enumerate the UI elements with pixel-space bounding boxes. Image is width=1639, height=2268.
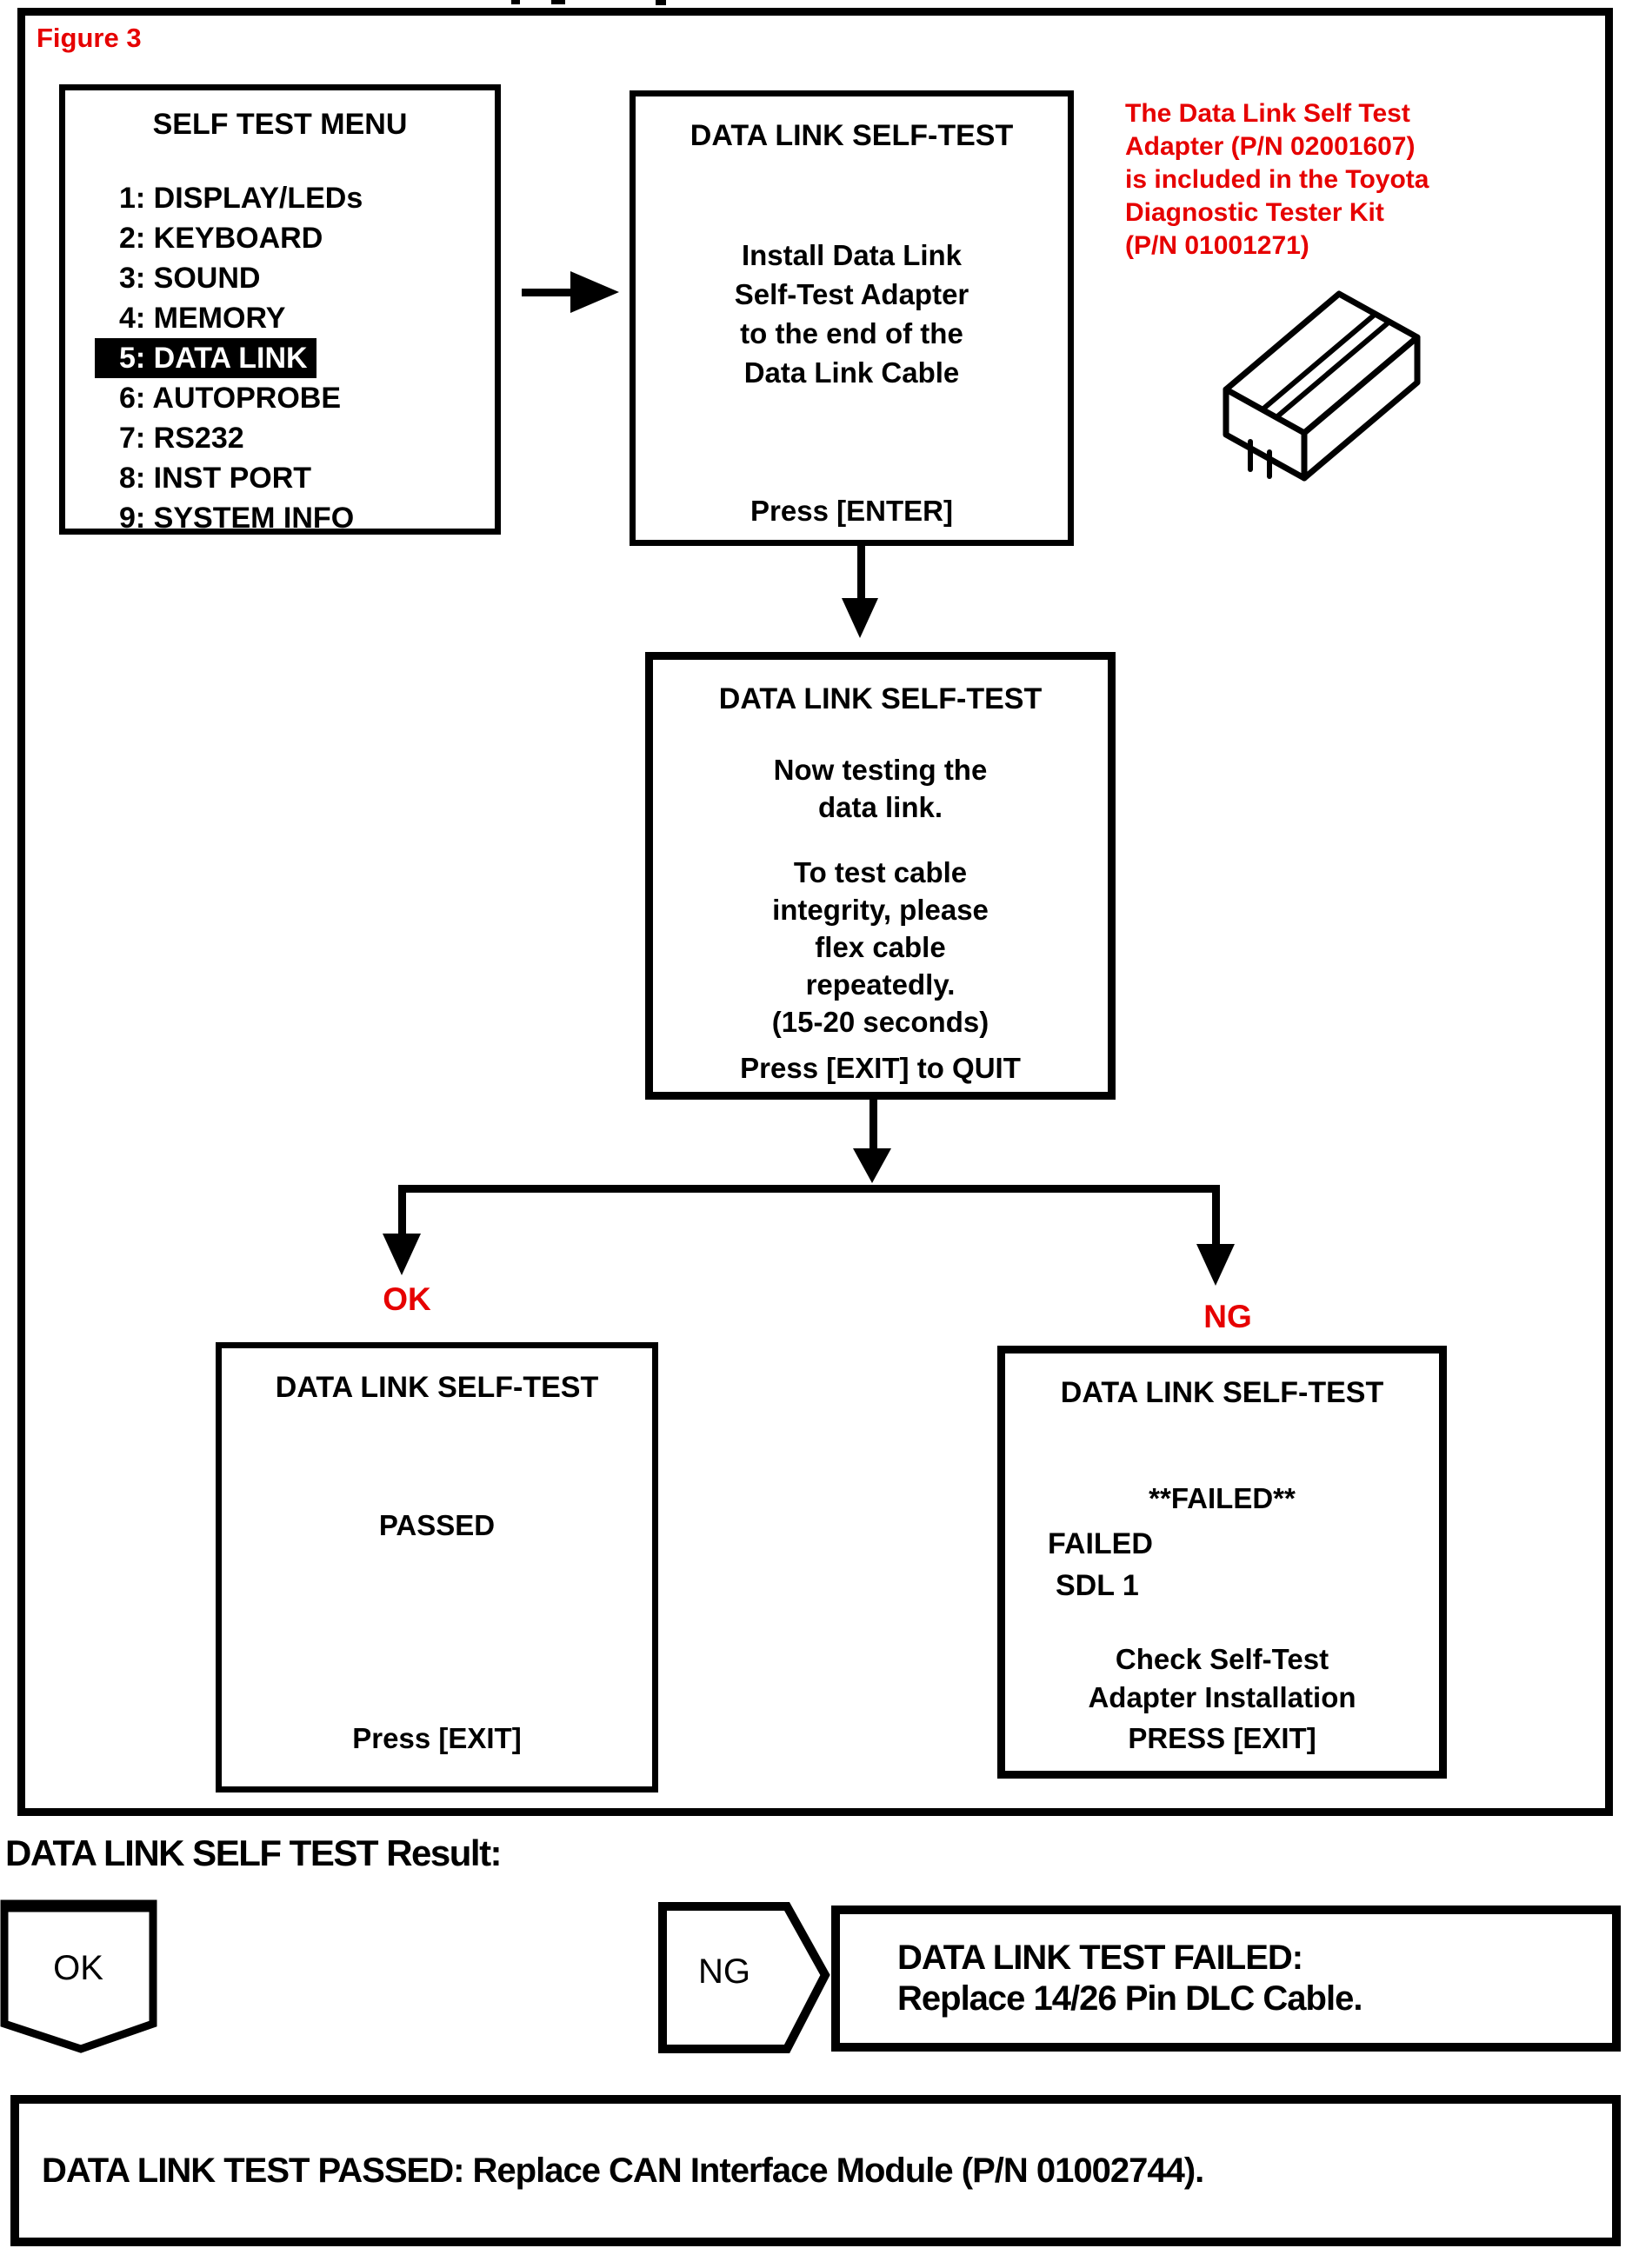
connector-menu-to-install <box>522 289 576 296</box>
adapter-part-note: The Data Link Self Test Adapter (P/N 020… <box>1125 99 1429 260</box>
print-artifact <box>656 0 666 5</box>
menu-title: SELF TEST MENU <box>152 108 408 141</box>
connector-install-to-testing <box>857 546 865 600</box>
arrowhead-down-icon <box>1196 1244 1235 1286</box>
menu-item-display-leds: 1: DISPLAY/LEDs <box>119 182 363 215</box>
menu-item-list: 1: DISPLAY/LEDs 2: KEYBOARD 3: SOUND 4: … <box>65 178 495 538</box>
menu-item-rs232: 7: RS232 <box>119 422 244 455</box>
screen-title: DATA LINK SELF-TEST <box>1060 1376 1384 1409</box>
arrowhead-down-icon <box>383 1234 421 1275</box>
arrowhead-down-icon <box>853 1148 891 1183</box>
testing-status-text: Now testing the data link. <box>773 754 988 823</box>
connector-testing-stem <box>869 1100 877 1150</box>
ng-outcome-box: DATA LINK TEST FAILED: Replace 14/26 Pin… <box>831 1906 1621 2052</box>
passed-status-text: PASSED <box>378 1509 496 1541</box>
branch-horizontal-line <box>398 1185 1220 1193</box>
ng-badge-label: NG <box>698 1952 750 1991</box>
flex-cable-instructions: To test cable integrity, please flex cab… <box>771 856 989 1038</box>
passed-screen: DATA LINK SELF-TEST PASSED Press [EXIT] <box>216 1342 658 1792</box>
menu-item-system-info: 9: SYSTEM INFO <box>119 502 355 535</box>
screen-title: DATA LINK SELF-TEST <box>718 682 1043 715</box>
menu-item-keyboard: 2: KEYBOARD <box>119 222 323 255</box>
branch-ok-drop <box>398 1185 406 1235</box>
press-exit-prompt: Press [EXIT] to QUIT <box>740 1052 1021 1084</box>
ng-branch-label: NG <box>1203 1299 1252 1334</box>
screen-title: DATA LINK SELF-TEST <box>275 1371 599 1404</box>
menu-item-data-link-selected: 5: DATA LINK <box>95 338 495 378</box>
press-exit-prompt: Press [EXIT] <box>352 1722 522 1754</box>
ok-outcome-box: DATA LINK TEST PASSED: Replace CAN Inter… <box>10 2095 1621 2246</box>
failed-screen: DATA LINK SELF-TEST **FAILED** FAILED SD… <box>997 1346 1447 1779</box>
ng-result-badge-shape <box>658 1902 830 2053</box>
arrowhead-down-icon <box>842 598 878 638</box>
print-artifact <box>551 0 565 4</box>
install-instructions: Install Data Link Self-Test Adapter to t… <box>734 239 969 389</box>
menu-item-sound: 3: SOUND <box>119 262 261 295</box>
ok-branch-label: OK <box>383 1281 431 1317</box>
ok-result-badge-shape <box>0 1899 157 2053</box>
result-section-heading: DATA LINK SELF TEST Result: <box>5 1832 503 1873</box>
failed-sdl-line: SDL 1 <box>1056 1569 1139 1602</box>
figure-border <box>17 8 1613 1816</box>
press-enter-prompt: Press [ENTER] <box>750 495 953 527</box>
failed-status-text: **FAILED** <box>1149 1482 1296 1514</box>
menu-item-memory: 4: MEMORY <box>119 302 286 335</box>
self-test-adapter-illustration <box>1223 290 1421 482</box>
ok-badge-label: OK <box>53 1949 103 1987</box>
figure-caption: Figure 3 <box>37 23 142 53</box>
install-adapter-screen: DATA LINK SELF-TEST Install Data Link Se… <box>630 90 1074 546</box>
branch-ng-drop <box>1212 1185 1220 1246</box>
failed-detail-line: FAILED <box>1048 1527 1153 1560</box>
press-exit-prompt: PRESS [EXIT] <box>1128 1722 1316 1754</box>
menu-item-autoprobe: 6: AUTOPROBE <box>119 382 342 415</box>
check-adapter-instruction: Check Self-Test Adapter Installation <box>1088 1643 1356 1713</box>
arrowhead-right-icon <box>570 271 619 313</box>
print-artifact <box>511 0 520 4</box>
screen-title: DATA LINK SELF-TEST <box>690 119 1014 152</box>
self-test-menu-screen: SELF TEST MENU 1: DISPLAY/LEDs 2: KEYBOA… <box>59 84 501 535</box>
menu-item-inst-port: 8: INST PORT <box>119 462 312 495</box>
testing-screen: DATA LINK SELF-TEST Now testing the data… <box>645 652 1116 1100</box>
